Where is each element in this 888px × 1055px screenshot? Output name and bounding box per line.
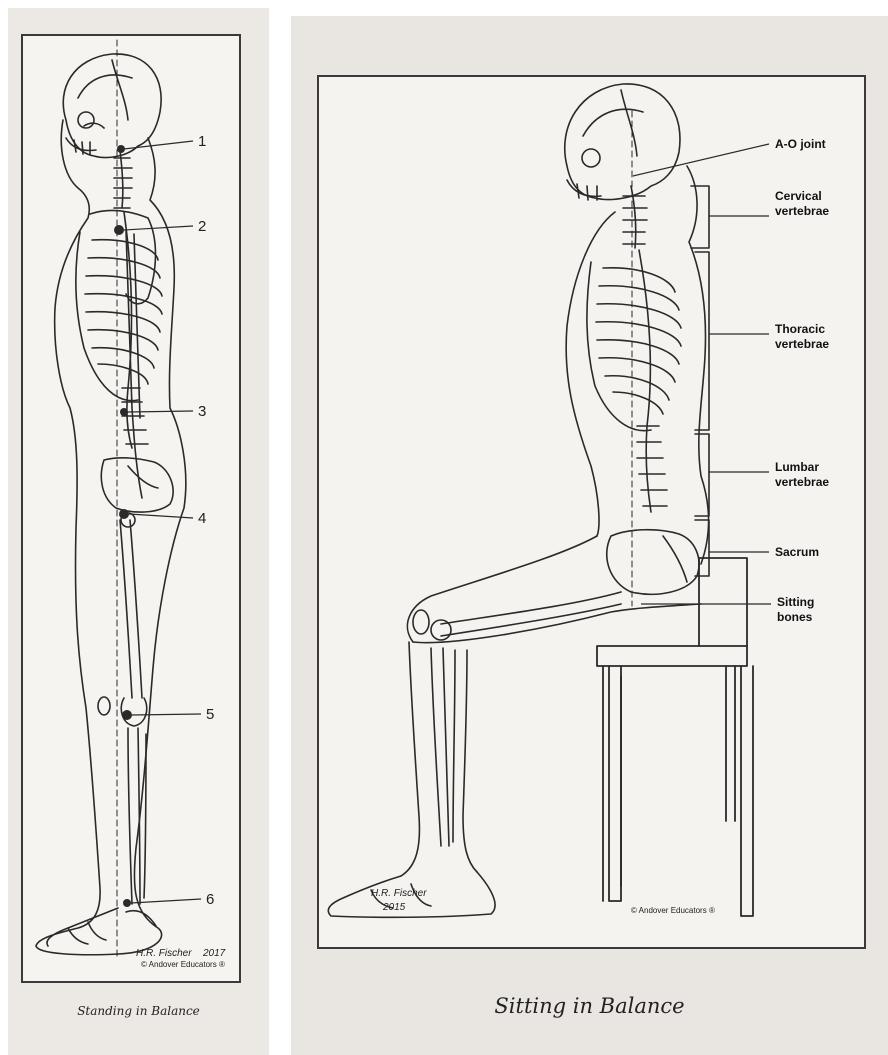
sacrum-label: Sacrum bbox=[775, 545, 819, 559]
cervical-label: Cervical bbox=[775, 189, 822, 203]
lumbar-label-line2: vertebrae bbox=[775, 475, 829, 489]
landmark-label-1: 1 bbox=[198, 133, 206, 150]
sitting-page: A-O joint Cervical vertebrae Thoracic ve… bbox=[291, 16, 888, 1055]
sitting-bones-label: Sitting bbox=[777, 595, 814, 609]
skull-sitting bbox=[565, 84, 680, 200]
sitting-copyright: © Andover Educators ® bbox=[631, 906, 715, 915]
landmark-2-dot bbox=[114, 225, 124, 235]
landmark-label-4: 4 bbox=[198, 510, 206, 527]
landmark-1-dot bbox=[117, 145, 125, 153]
standing-page: 1 2 3 4 5 6 H.R. Fischer 2017 © Andover … bbox=[8, 8, 269, 1055]
landmark-label-2: 2 bbox=[198, 218, 206, 235]
sitting-skeleton-illustration: A-O joint Cervical vertebrae Thoracic ve… bbox=[291, 16, 888, 1055]
sitting-signature-year: 2015 bbox=[382, 902, 406, 913]
ao-joint-label: A-O joint bbox=[775, 137, 826, 151]
standing-copyright: © Andover Educators ® bbox=[141, 960, 225, 969]
standing-signature: H.R. Fischer bbox=[136, 948, 192, 959]
sitting-signature: H.R. Fischer bbox=[371, 888, 427, 899]
skull bbox=[63, 54, 161, 158]
landmark-5-dot bbox=[122, 710, 132, 720]
cervical-label-line2: vertebrae bbox=[775, 204, 829, 218]
standing-caption: Standing in Balance bbox=[8, 1004, 269, 1018]
standing-signature-year: 2017 bbox=[202, 948, 226, 959]
thoracic-label: Thoracic bbox=[775, 322, 825, 336]
thoracic-label-line2: vertebrae bbox=[775, 337, 829, 351]
lumbar-label: Lumbar bbox=[775, 460, 819, 474]
sitting-bones-label-line2: bones bbox=[777, 610, 813, 624]
sitting-caption: Sitting in Balance bbox=[291, 994, 888, 1018]
landmark-6-dot bbox=[123, 899, 131, 907]
landmark-label-3: 3 bbox=[198, 403, 206, 420]
landmark-3-dot bbox=[120, 408, 128, 416]
landmark-label-6: 6 bbox=[206, 891, 214, 908]
chair bbox=[597, 558, 753, 916]
landmark-4-dot bbox=[119, 509, 129, 519]
standing-skeleton-illustration: 1 2 3 4 5 6 H.R. Fischer 2017 © Andover … bbox=[8, 8, 269, 1055]
landmark-label-5: 5 bbox=[206, 706, 214, 723]
